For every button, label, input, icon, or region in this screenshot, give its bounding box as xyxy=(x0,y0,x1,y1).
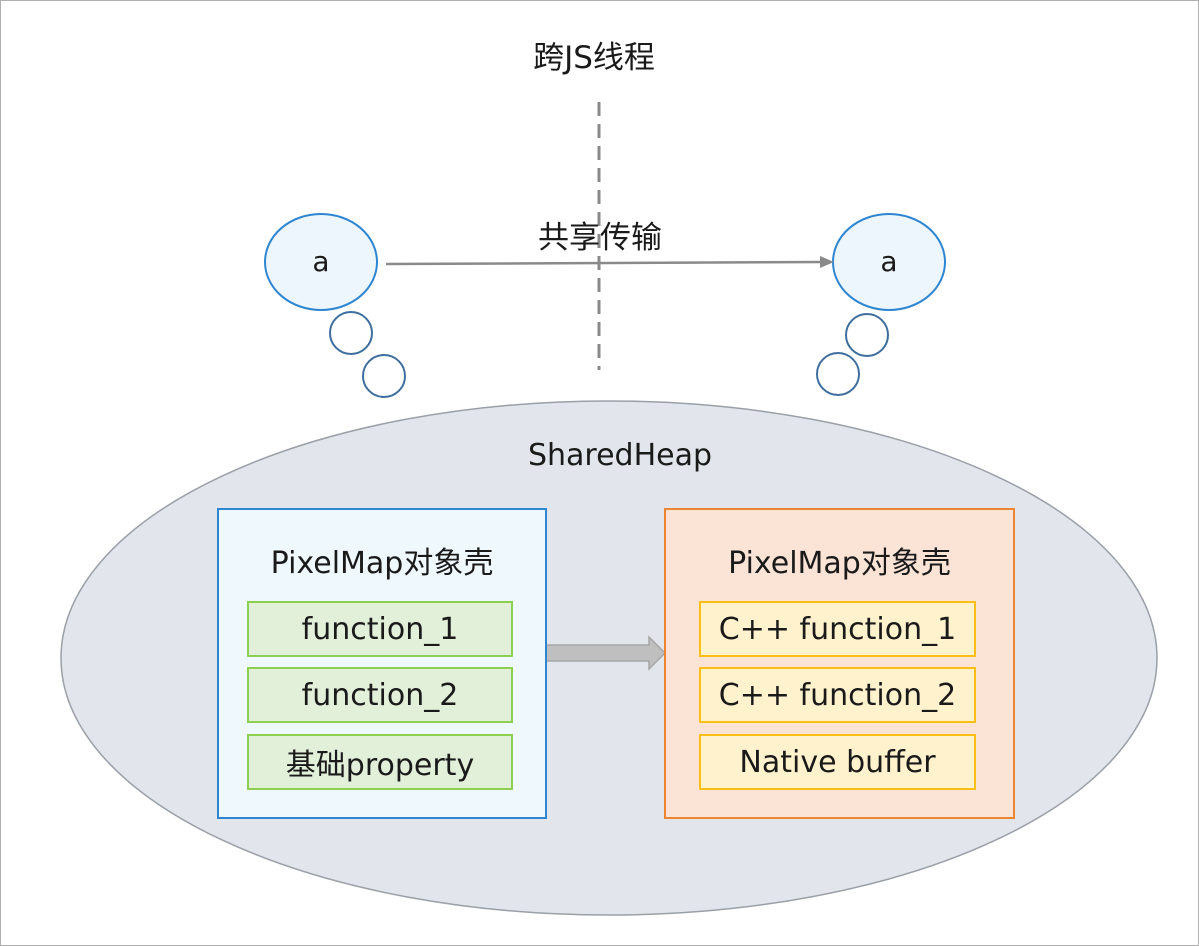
right-node-label: a xyxy=(880,245,898,278)
title-label: 跨JS线程 xyxy=(533,40,655,76)
right-item-cpp-function-1: C++ function_1 xyxy=(699,601,976,657)
left-bubble-small-2 xyxy=(362,354,406,398)
left-bubble-small-1 xyxy=(329,311,373,355)
left-item-function-1: function_1 xyxy=(247,601,513,657)
left-node-circle xyxy=(264,213,378,311)
right-bubble-small-2 xyxy=(816,352,860,396)
transfer-label: 共享传输 xyxy=(538,220,662,256)
left-node-label: a xyxy=(312,245,330,278)
right-bubble-small-1 xyxy=(845,313,889,357)
right-box-title: PixelMap对象壳 xyxy=(728,546,951,581)
transfer-arrow-line xyxy=(385,260,825,266)
left-item-function-2: function_2 xyxy=(247,667,513,723)
left-item-base-property: 基础property xyxy=(247,734,513,790)
transfer-arrow-head xyxy=(820,256,834,268)
shared-heap-label: SharedHeap xyxy=(527,438,713,473)
mapping-block-arrow xyxy=(545,635,667,671)
right-item-cpp-function-2: C++ function_2 xyxy=(699,667,976,723)
left-box-title: PixelMap对象壳 xyxy=(270,546,494,581)
right-item-native-buffer: Native buffer xyxy=(699,734,976,790)
